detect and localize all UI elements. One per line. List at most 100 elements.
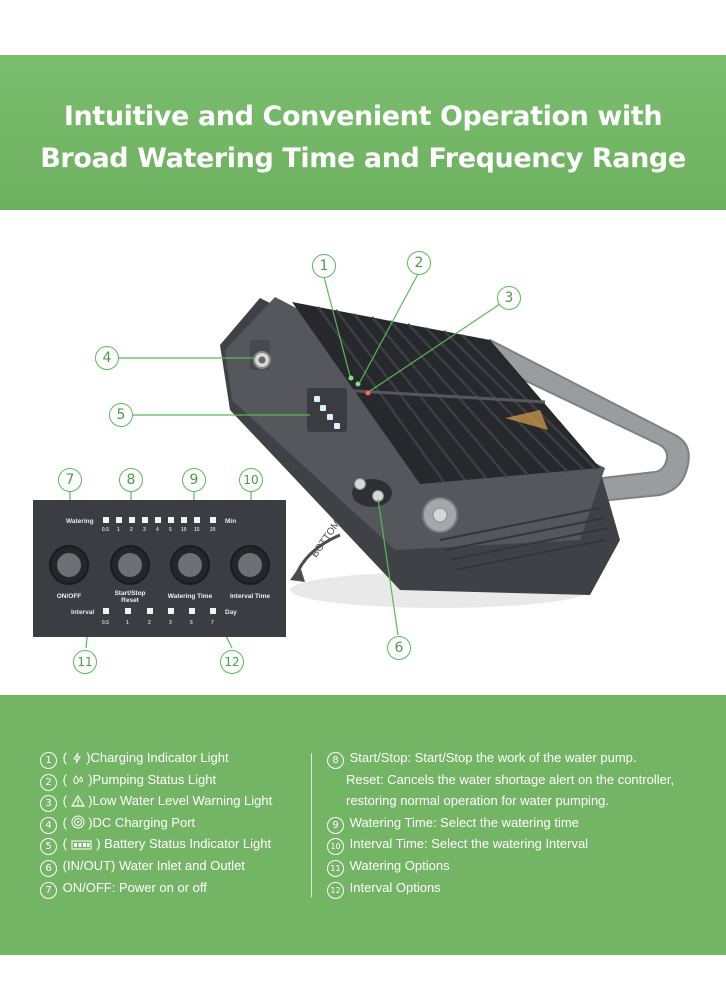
legend-right-column: 8 Start/Stop: Start/Stop the work of the… [327,750,674,901]
callout-11: 11 [73,650,97,674]
callout-1: 1 [312,254,336,278]
device-drawing: BOTTOM [69,273,690,649]
watering-label: Watering [66,518,94,525]
watering-tick: 5 [169,527,172,533]
watering-tick: 2 [130,527,133,533]
legend-number: 5 [40,838,57,856]
legend-section: 1 ( )Charging Indicator Light 2 ( )Pumpi… [0,695,726,955]
watering-indicator [194,517,200,523]
legend-number: 10 [327,838,344,856]
legend-item: 8 Start/Stop: Start/Stop the work of the… [327,750,674,772]
interval-indicator [147,608,153,614]
interval-time-label: Interval Time [230,593,270,600]
interval-label: Interval [71,609,95,616]
watering-indicator [168,517,174,523]
legend-item: 2 ( )Pumping Status Light [40,772,272,794]
interval-indicator [210,608,216,614]
watering-indicator [129,517,135,523]
legend-item: restoring normal operation for water pum… [327,793,674,815]
watering-time-button[interactable] [170,545,210,585]
legend-number: 8 [327,752,344,769]
callout-3: 3 [497,286,521,310]
legend-paren: ( [62,750,67,765]
legend-text: Watering Time: Select the watering time [349,814,579,830]
header-banner: Intuitive and Convenient Operation with … [0,55,726,210]
watering-tick: 15 [194,527,200,533]
watering-tick: 20 [210,527,216,533]
watering-tick: 1 [117,527,120,533]
legend-number: 12 [327,881,344,899]
interval-indicator [189,608,195,614]
legend-item: 1 ( )Charging Indicator Light [40,750,272,772]
legend-text: Start/Stop: Start/Stop the work of the w… [349,750,637,765]
control-panel: Watering Min 0.5 1 2 3 4 5 10 15 20 ON/O… [33,500,286,637]
watering-indicator [210,517,216,523]
legend-number: 1 [40,752,57,769]
legend-paren: ( [62,771,67,787]
legend-text: (IN/OUT) Water Inlet and Outlet [62,857,245,873]
legend-number: 6 [40,859,57,877]
interval-tick: 5 [190,620,193,626]
legend-item: 12 Interval Options [327,880,674,902]
legend-number: 9 [327,816,344,834]
legend-text: )Pumping Status Light [88,771,217,787]
dc-port-icon [71,815,85,829]
legend-text: )DC Charging Port [88,814,196,830]
callout-9: 9 [182,468,206,492]
legend-paren: ( [62,814,67,830]
callout-7: 7 [58,468,82,492]
watering-indicator [116,517,122,523]
legend-item: 6 (IN/OUT) Water Inlet and Outlet [40,858,272,880]
legend-text: Reset: Cancels the water shortage alert … [346,771,675,787]
legend-number: 4 [40,816,57,834]
interval-unit: Day [225,609,237,616]
callout-10: 10 [239,468,263,492]
watering-time-label: Watering Time [167,593,213,600]
legend-item: Reset: Cancels the water shortage alert … [327,772,674,794]
legend-left-column: 1 ( )Charging Indicator Light 2 ( )Pumpi… [40,750,272,901]
legend-text: Interval Time: Select the watering Inter… [349,836,589,852]
bottom-label: BOTTOM [309,519,342,560]
legend-item: 9 Watering Time: Select the watering tim… [327,815,674,837]
legend-divider [311,753,312,897]
warning-icon [70,795,85,807]
headline-line-2: Broad Watering Time and Frequency Range [40,143,686,174]
legend-text: ON/OFF: Power on or off [62,879,207,895]
callout-4: 4 [95,346,119,370]
headline-line-1: Intuitive and Convenient Operation with [63,101,663,132]
legend-number: 2 [40,773,57,791]
interval-tick: 0.5 [102,620,109,626]
legend-text: )Charging Indicator Light [86,750,229,765]
watering-tick: 0.5 [102,527,109,533]
legend-text: Watering Options [349,857,450,873]
legend-item: 10 Interval Time: Select the watering In… [327,836,674,858]
watering-tick: 3 [143,527,146,533]
interval-indicator [103,608,109,614]
on-off-button[interactable] [49,545,89,585]
callout-5: 5 [109,403,133,427]
legend-item: 3 ( )Low Water Level Warning Light [40,793,272,815]
legend-item: 11 Watering Options [327,858,674,880]
interval-tick: 7 [211,620,214,626]
legend-text: )Low Water Level Warning Light [88,793,273,809]
legend-item: 7 ON/OFF: Power on or off [40,880,272,902]
interval-tick: 1 [126,620,129,626]
on-off-label: ON/OFF [56,593,82,600]
watering-tick: 4 [156,527,159,533]
product-illustration: BOTTOM Watering Min 0.5 1 [0,240,726,680]
watering-indicator [181,517,187,523]
interval-tick: 2 [148,620,151,626]
legend-number: 11 [327,859,344,877]
watering-unit: Min [225,518,237,525]
interval-indicator [168,608,174,614]
legend-item: 5 ( ) Battery Status Indicator Light [40,836,272,858]
start-stop-reset-label: Start/Stop Reset [114,590,146,604]
lightning-icon [72,752,81,764]
watering-indicator [155,517,161,523]
legend-number: 3 [40,795,57,813]
interval-time-button[interactable] [230,545,270,585]
legend-paren: ( [62,793,67,809]
watering-indicator [142,517,148,523]
start-stop-reset-button[interactable] [110,545,150,585]
legend-text: ) Battery Status Indicator Light [96,836,272,852]
